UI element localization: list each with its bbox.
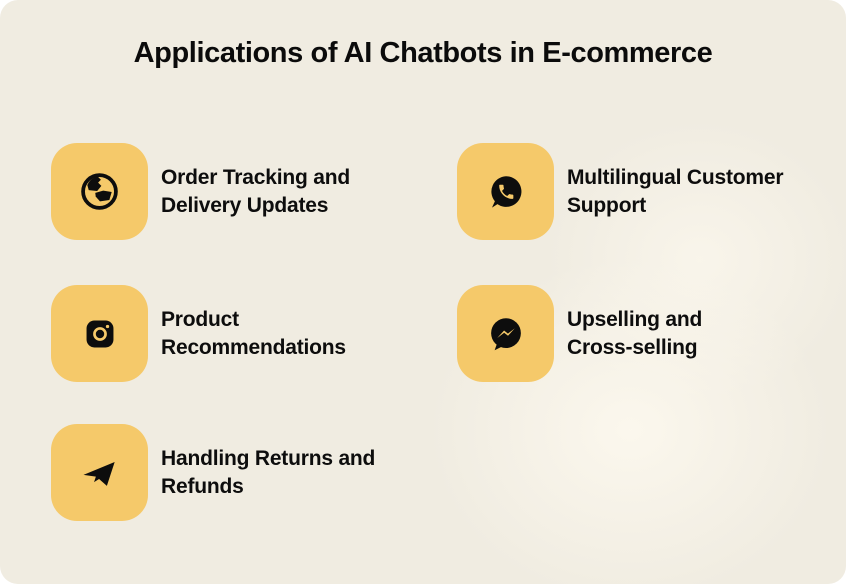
- feature-label: Product Recommendations: [161, 307, 346, 359]
- icon-tile: [457, 285, 554, 382]
- icon-tile: [51, 285, 148, 382]
- messenger-icon: [490, 317, 521, 350]
- icon-tile: [51, 424, 148, 521]
- whatsapp-chat-icon: [490, 175, 521, 208]
- instagram-camera-icon: [86, 320, 113, 347]
- feature-item-multilingual-support: Multilingual Customer Support: [457, 143, 784, 240]
- feature-item-order-tracking: Order Tracking and Delivery Updates: [51, 143, 350, 240]
- page-title: Applications of AI Chatbots in E-commerc…: [133, 37, 713, 70]
- icon-tile: [51, 143, 148, 240]
- icon-tile: [457, 143, 554, 240]
- feature-label: Handling Returns and Refunds: [161, 446, 376, 498]
- feature-label: Multilingual Customer Support: [567, 165, 784, 217]
- feature-label: Upselling and Cross-selling: [567, 307, 703, 359]
- feature-item-upselling-cross-selling: Upselling and Cross-selling: [457, 285, 702, 382]
- feature-item-product-recommendations: Product Recommendations: [51, 285, 346, 382]
- paper-plane-icon: [83, 461, 115, 486]
- globe-icon: [81, 173, 118, 210]
- feature-item-returns-refunds: Handling Returns and Refunds: [51, 424, 375, 521]
- feature-label: Order Tracking and Delivery Updates: [161, 165, 350, 217]
